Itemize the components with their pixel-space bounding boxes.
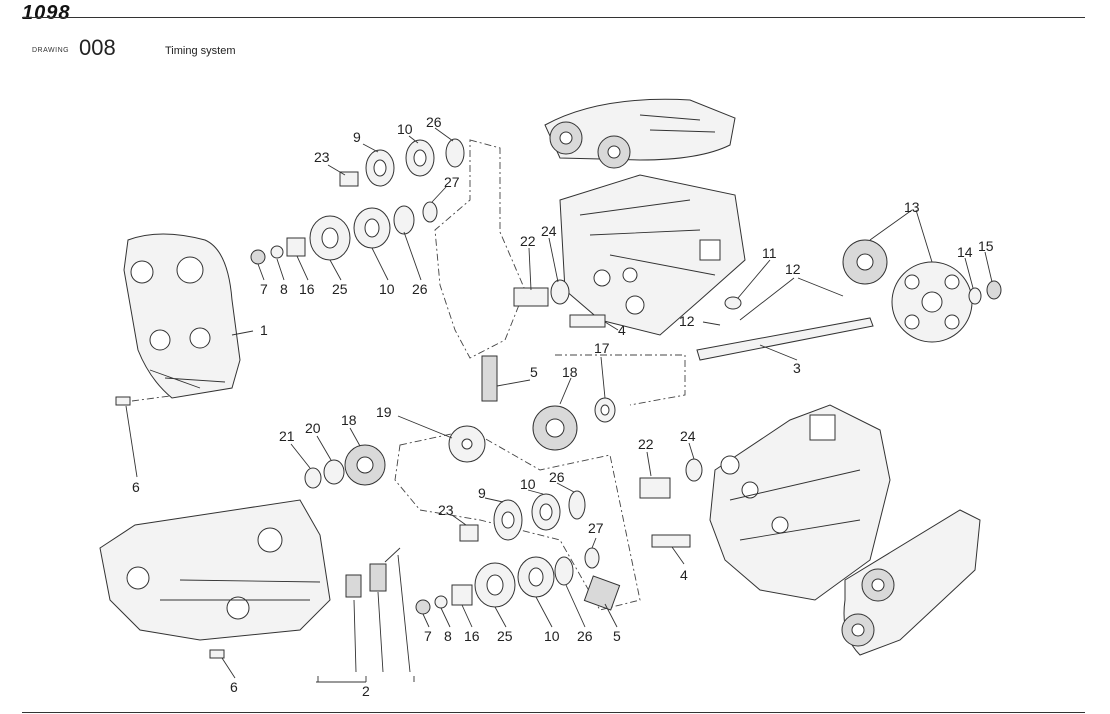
callout-20: 20 (305, 420, 321, 436)
callout-10: 10 (397, 121, 413, 137)
callout-14: 14 (957, 244, 973, 260)
callout-12: 12 (679, 313, 695, 329)
model-logo: 1098 (22, 2, 71, 24)
callout-10: 10 (520, 476, 536, 492)
callout-12: 12 (785, 261, 801, 277)
callout-9: 9 (478, 485, 486, 501)
upper-tensioner-stack (339, 138, 465, 235)
shaft-axis-line (555, 354, 686, 406)
callout-22: 22 (520, 233, 536, 249)
header-divider (22, 17, 1085, 18)
belt-segment-lower (583, 575, 621, 611)
callout-8: 8 (444, 628, 452, 644)
callout-10: 10 (544, 628, 560, 644)
callout-11: 11 (762, 245, 777, 261)
callout-7: 7 (424, 628, 432, 644)
callout-19: 19 (376, 404, 392, 420)
camshaft-gears (842, 239, 1002, 343)
callout-1: 1 (260, 322, 268, 338)
callout-8: 8 (280, 281, 288, 297)
cylinder-head-upper (559, 174, 746, 336)
timing-cover-lower (99, 499, 331, 641)
callout-10: 10 (379, 281, 395, 297)
timing-cover-upper (123, 233, 241, 399)
callout-5: 5 (613, 628, 621, 644)
callout-22: 22 (638, 436, 654, 452)
callout-18: 18 (341, 412, 357, 428)
callout-24: 24 (541, 223, 557, 239)
callout-23: 23 (438, 502, 454, 518)
cylinder-head-lower (709, 404, 891, 601)
cam-cover-bottom (841, 509, 981, 656)
callout-9: 9 (353, 129, 361, 145)
footer-divider (22, 712, 1085, 713)
callout-26: 26 (426, 114, 442, 130)
belt-segment-upper (481, 355, 498, 402)
crank-pulley-stack (304, 425, 486, 489)
lower-pulley-row (415, 556, 574, 615)
callout-26: 26 (549, 469, 565, 485)
callout-26: 26 (412, 281, 428, 297)
callout-6: 6 (230, 679, 238, 695)
callout-7: 7 (260, 281, 268, 297)
callout-4: 4 (618, 322, 626, 338)
callout-21: 21 (279, 428, 295, 444)
lower-tensioner-stack (459, 490, 600, 569)
callout-23: 23 (314, 149, 330, 165)
callout-25: 25 (332, 281, 348, 297)
callout-3: 3 (793, 360, 801, 376)
callout-13: 13 (904, 199, 920, 215)
timing-belt-lower (394, 429, 641, 611)
screw-6-lower (209, 649, 225, 659)
callout-16: 16 (299, 281, 315, 297)
grommets-2 (345, 547, 401, 598)
cam-cover-top (544, 98, 736, 169)
callout-26: 26 (577, 628, 593, 644)
drawing-label: DRAWING (32, 47, 70, 54)
callout-15: 15 (978, 238, 994, 254)
upper-pulley-row (250, 207, 391, 265)
screw-6-upper (115, 395, 171, 406)
camshaft-3 (696, 296, 874, 361)
callout-5: 5 (530, 364, 538, 380)
tensioner-lower (639, 458, 703, 548)
callout-4: 4 (680, 567, 688, 583)
callout-17: 17 (594, 340, 610, 356)
pulley-18-upper (532, 397, 616, 451)
callout-18: 18 (562, 364, 578, 380)
drawing-number: 008 (79, 35, 116, 60)
drawing-title: Timing system (165, 45, 236, 57)
leader-lines (125, 127, 993, 683)
callout-6: 6 (132, 479, 140, 495)
callout-27: 27 (444, 174, 460, 190)
callout-labels: 23 9 10 26 27 22 24 7 8 16 25 10 26 1 6 … (132, 114, 994, 699)
callout-2: 2 (362, 683, 370, 699)
tensioner-upper (513, 279, 606, 328)
callout-27: 27 (588, 520, 604, 536)
callout-25: 25 (497, 628, 513, 644)
callout-24: 24 (680, 428, 696, 444)
callout-16: 16 (464, 628, 480, 644)
timing-belt-upper (434, 139, 526, 359)
